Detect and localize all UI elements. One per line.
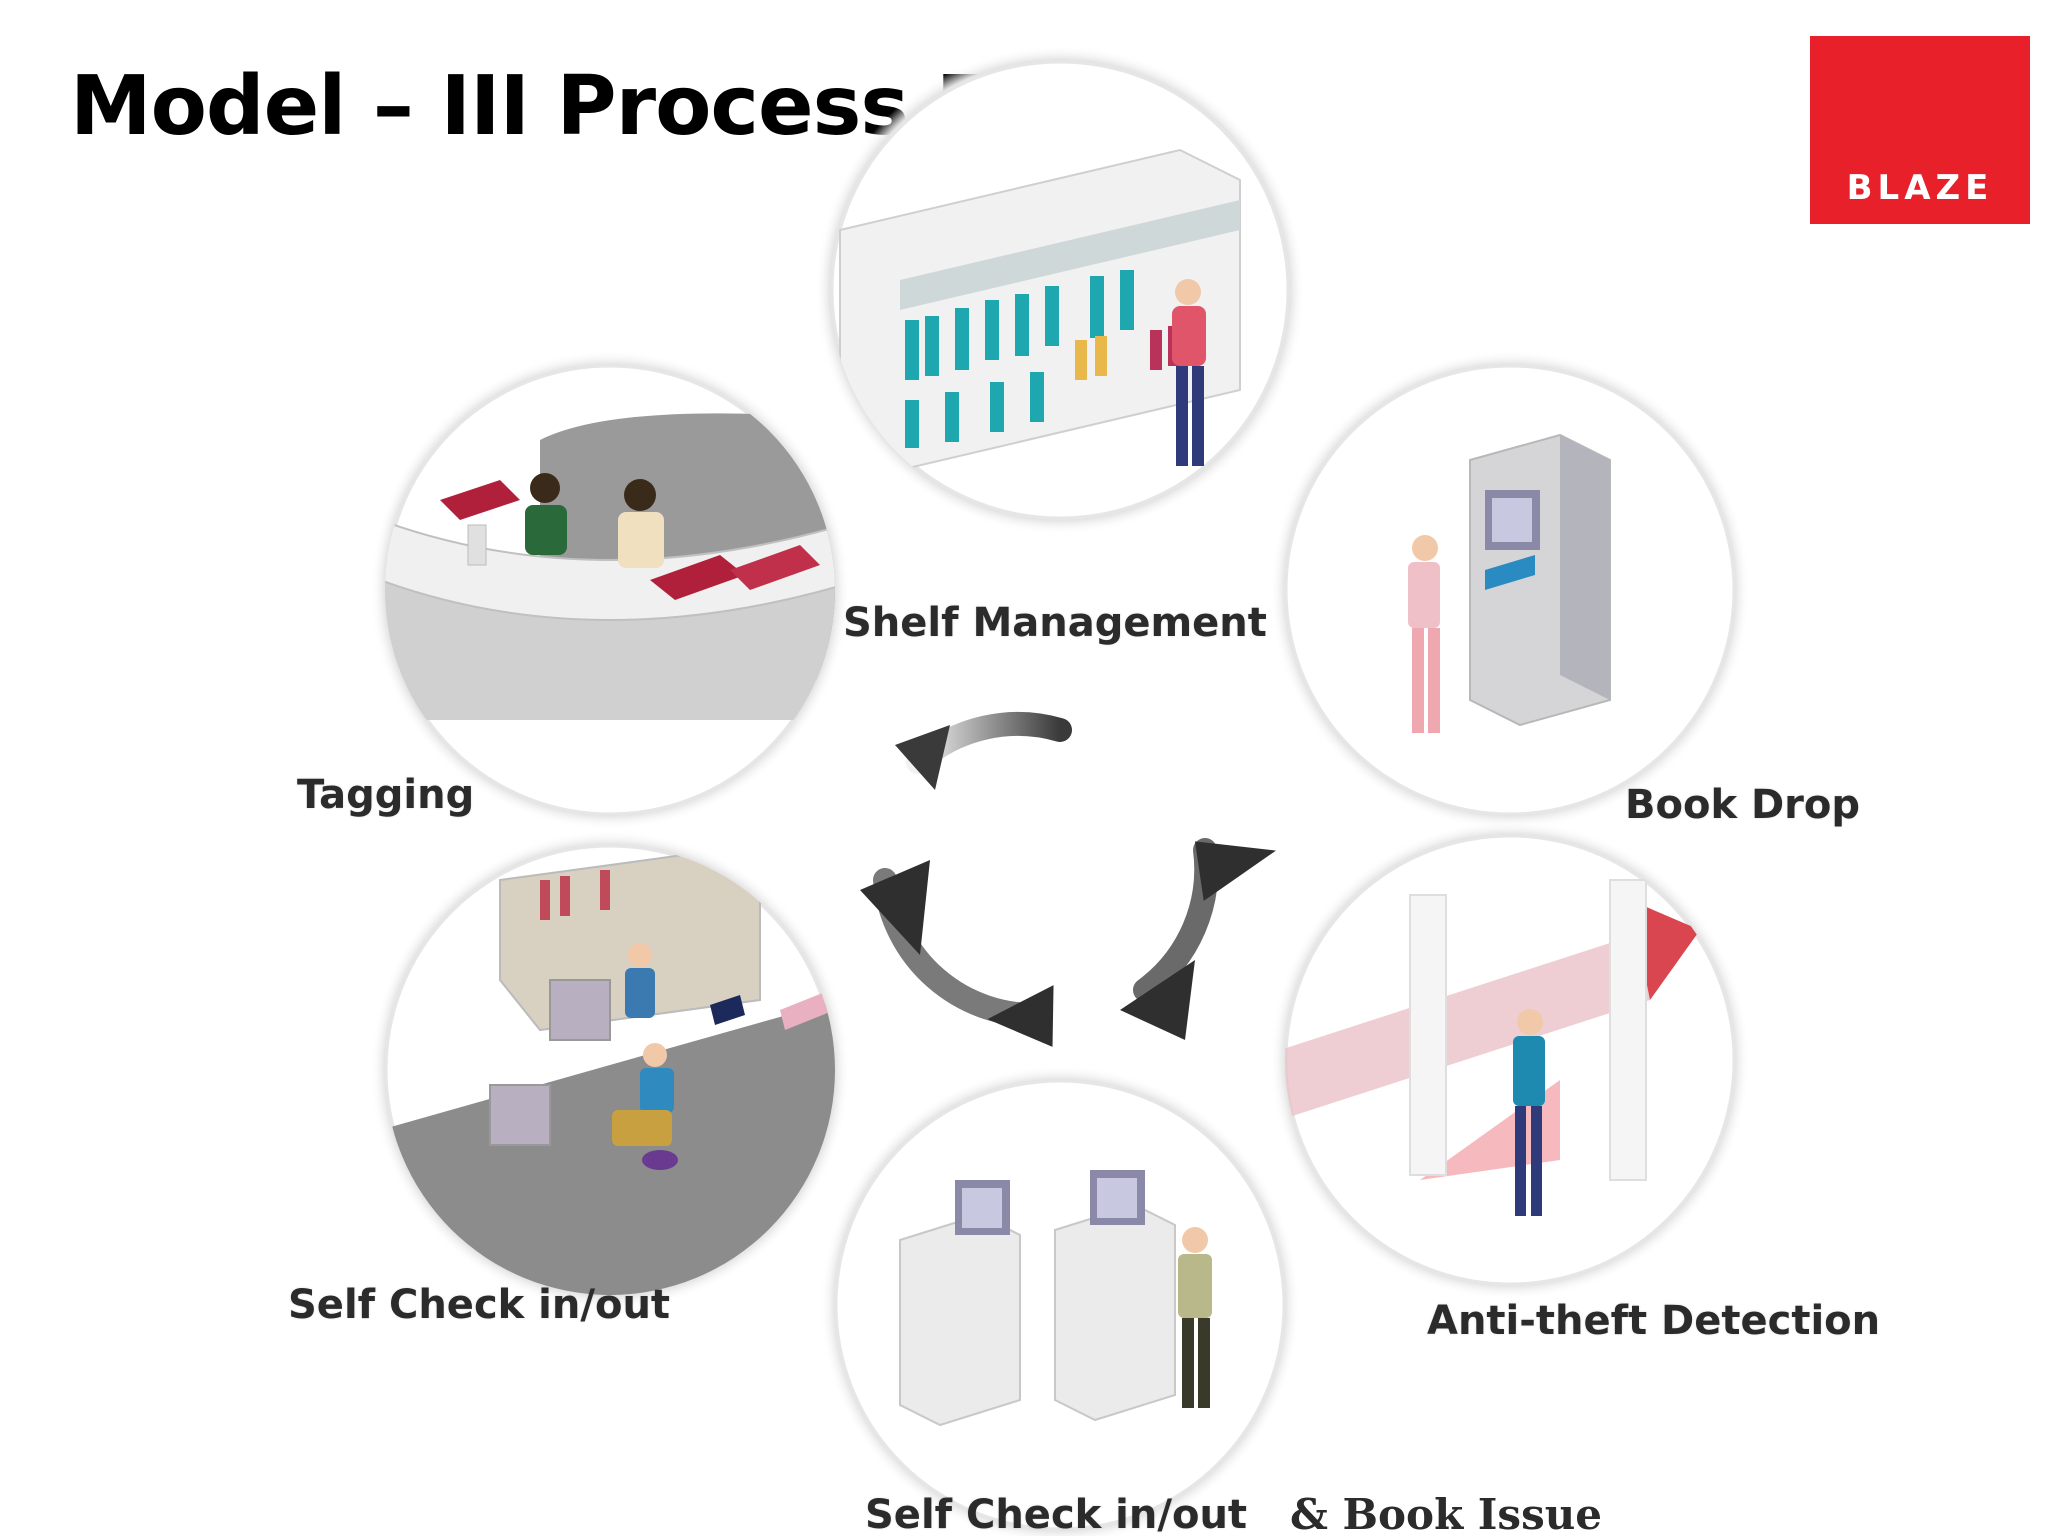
anti-theft-circle xyxy=(1270,820,1750,1300)
cycle-arrow-icon xyxy=(1120,838,1276,1040)
book-drop-kiosk-illustration xyxy=(1408,433,1611,733)
cycle-arrows xyxy=(860,711,1276,1047)
cycle-arrow-icon xyxy=(860,860,1054,1047)
logo-text: BLAZE xyxy=(1846,168,1994,208)
self-check-circle xyxy=(370,830,850,1310)
step-label-self-check: Self Check in/out xyxy=(288,1282,671,1328)
shelf-management-circle xyxy=(815,45,1305,535)
tagging-counter-illustration xyxy=(385,413,835,720)
blaze-logo: BLAZE xyxy=(1810,36,2030,224)
step-label-self-check-issue: Self Check in/out xyxy=(865,1492,1248,1538)
self-service-desk-illustration xyxy=(385,848,835,1295)
cycle-arrow-icon xyxy=(895,711,1072,790)
tagging-circle xyxy=(370,350,850,830)
security-gate-illustration xyxy=(1285,879,1700,1216)
step-label-book-drop: Book Drop xyxy=(1625,782,1861,828)
step-label-shelf-management: Shelf Management xyxy=(843,600,1267,646)
check-station-illustration xyxy=(899,1170,1212,1427)
self-check-book-issue-circle xyxy=(820,1065,1300,1536)
step-label-book-issue-suffix: & Book Issue xyxy=(1290,1490,1602,1539)
step-label-anti-theft-detection: Anti-theft Detection xyxy=(1427,1298,1881,1344)
step-label-tagging: Tagging xyxy=(297,772,475,818)
book-drop-circle xyxy=(1270,350,1750,830)
shelf-illustration xyxy=(839,148,1241,472)
